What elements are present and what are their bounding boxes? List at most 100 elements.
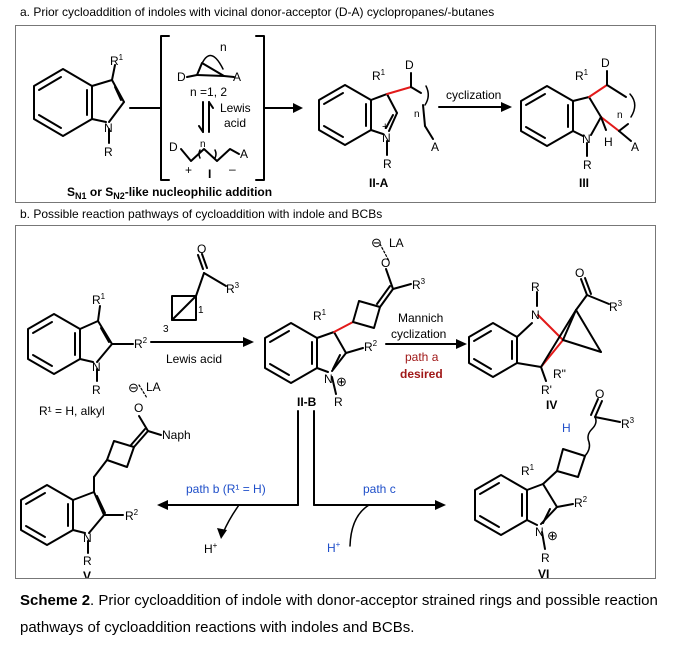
iv-r3: R3 [609, 299, 623, 314]
indole-n: N [104, 121, 113, 135]
structure-IIA [318, 72, 434, 156]
iii-r: R [583, 158, 592, 172]
iib-minus: ⊖ [371, 235, 382, 250]
iia-a: A [431, 140, 439, 154]
vi-r: R [541, 551, 550, 565]
label-III: III [579, 176, 589, 190]
scheme-b-svg: R1 R2 N R R¹ = H, alkyl O R3 1 3 Lewis a… [20, 235, 635, 583]
iii-a: A [631, 140, 639, 154]
caption-bold: Scheme 2 [20, 592, 91, 609]
chain-a: A [240, 147, 248, 161]
bcb-c3: 3 [163, 324, 169, 335]
structure-IIB [264, 268, 412, 395]
r1-note: R¹ = H, alkyl [39, 404, 105, 418]
path-b-label: path b (R¹ = H) [186, 482, 266, 496]
iii-r1: R1 [575, 68, 589, 83]
iii-h: H [604, 135, 613, 149]
vi-r3: R3 [621, 416, 635, 431]
iia-r1: R1 [372, 68, 386, 83]
n-equals: n =1, 2 [190, 85, 227, 99]
b-indole-r2: R2 [134, 336, 148, 351]
indole-r2 [27, 305, 134, 382]
cyclization-arrow [438, 102, 512, 112]
lewis-acid-label: Lewis acid [166, 352, 222, 366]
iib-r3: R3 [412, 277, 426, 292]
iia-r: R [383, 157, 392, 171]
bcb-c1: 1 [198, 305, 204, 316]
v-la-dash [138, 384, 148, 399]
caption-text: . Prior cycloaddition of indole with don… [20, 592, 658, 636]
cyclization-label: cyclization [446, 88, 501, 102]
label-V: V [83, 569, 91, 578]
da-cyclopropane [186, 54, 235, 78]
v-naph: Naph [162, 428, 191, 442]
iv-o: O [575, 266, 584, 280]
iii-n-atom: N [582, 132, 591, 146]
iia-plus: + [382, 121, 388, 133]
panel-a: R1 N R n D A n =1, 2 Lewis acid D A [15, 25, 656, 203]
h-plus-in: H+ [327, 540, 341, 555]
path-c-arrow [313, 410, 446, 547]
ring-a: A [233, 70, 241, 84]
lewis-acid-equilibrium [198, 101, 214, 133]
chain-plus: + [185, 163, 192, 177]
section-a-heading: a. Prior cycloaddition of indoles with v… [20, 5, 495, 19]
iib-plus: ⊕ [336, 374, 347, 389]
acid-label: acid [224, 116, 246, 130]
structure-V [20, 415, 162, 554]
section-b-heading: b. Possible reaction pathways of cycload… [20, 207, 383, 221]
iia-n: n [414, 109, 420, 120]
bcb-o: O [197, 242, 206, 256]
b-cyclization-label: cyclization [391, 327, 446, 341]
vi-r2: R2 [574, 495, 588, 510]
desired-label: desired [400, 367, 443, 381]
scheme-caption: Scheme 2. Prior cycloaddition of indole … [20, 587, 670, 641]
b-indole-r: R [92, 383, 101, 397]
v-minus: ⊖ [128, 380, 139, 395]
path-b-arrow [157, 410, 299, 539]
arrow-to-IIA [264, 103, 303, 113]
vi-plus: ⊕ [547, 528, 558, 543]
structure-III [520, 70, 636, 157]
la-dashed [379, 243, 390, 262]
iii-n: n [617, 110, 623, 121]
path-a-arrow [385, 339, 467, 349]
sn-label: SN1 or SN2-like nucleophilic addition [67, 185, 272, 201]
label-IV: IV [546, 398, 557, 412]
iib-r: R [334, 395, 343, 409]
lewis-label: Lewis [220, 101, 251, 115]
path-a-label: path a [405, 350, 439, 364]
v-r: R [83, 554, 92, 568]
iib-la: LA [389, 236, 404, 250]
label-IIA: II-A [369, 176, 389, 190]
v-r2: R2 [125, 508, 139, 523]
iib-o: O [381, 256, 390, 270]
v-o: O [134, 401, 143, 415]
left-bracket [160, 35, 170, 181]
indole-r1: R1 [110, 53, 124, 68]
indole-r: R [104, 145, 113, 159]
vi-o: O [595, 387, 604, 401]
label-VI: VI [538, 567, 549, 578]
chain-minus: – [229, 162, 236, 176]
mannich-label: Mannich [398, 311, 443, 325]
vi-r1: R1 [521, 463, 535, 478]
right-bracket [255, 35, 265, 181]
iv-n: N [531, 308, 540, 322]
vi-h: H [562, 421, 571, 435]
panel-b: R1 R2 N R R¹ = H, alkyl O R3 1 3 Lewis a… [15, 225, 656, 583]
path-c-label: path c [363, 482, 396, 496]
iii-d: D [601, 56, 610, 70]
lewis-acid-arrow [150, 337, 254, 347]
b-indole-n: N [92, 360, 101, 374]
label-I: I [208, 167, 211, 181]
structure-VI [474, 398, 621, 550]
structure-IV [468, 277, 610, 382]
iia-d: D [405, 58, 414, 72]
b-indole-r1: R1 [92, 292, 106, 307]
label-IIB: II-B [297, 395, 317, 409]
v-n: N [83, 531, 92, 545]
ring-d: D [177, 70, 186, 84]
bcb-r3: R3 [226, 281, 240, 296]
v-la: LA [146, 380, 161, 394]
